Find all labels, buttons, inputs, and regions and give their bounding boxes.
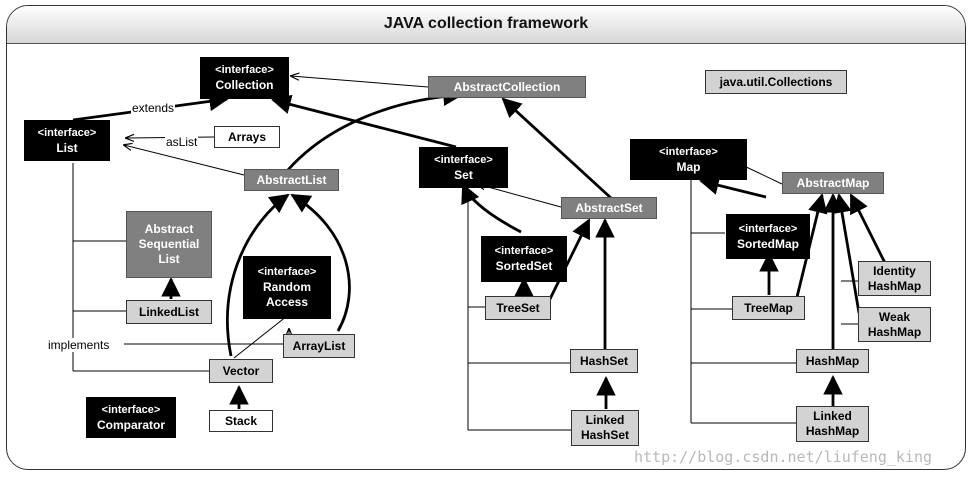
sortedmap-interface-node: <interface> SortedMap <box>726 214 810 259</box>
node-label: AbstractMap <box>796 175 870 190</box>
watermark-url: http://blog.csdn.net/liufeng_king <box>634 448 933 466</box>
aslist-label: asList <box>165 135 199 149</box>
node-label: java.util.Collections <box>719 74 833 89</box>
arraylist-node: ArrayList <box>283 334 355 358</box>
sortedset-interface-node: <interface> SortedSet <box>481 236 567 282</box>
node-label-line-2: HashMap <box>867 278 922 293</box>
node-label: Map <box>676 159 701 174</box>
node-label: TreeSet <box>496 300 540 315</box>
linkedhashset-node: Linked HashSet <box>571 410 639 446</box>
treemap-node: TreeMap <box>732 296 805 320</box>
node-label: Arrays <box>227 129 267 144</box>
diagram-title: JAVA collection framework <box>383 15 589 32</box>
comparator-interface-node: <interface> Comparator <box>86 397 176 438</box>
treeset-node: TreeSet <box>485 296 551 320</box>
stereotype-label: <interface> <box>494 245 554 257</box>
list-interface-node: <interface> List <box>24 120 110 161</box>
node-label: Vector <box>222 363 260 378</box>
collection-interface-node: <interface> Collection <box>200 57 289 99</box>
stereotype-label: <interface> <box>434 153 493 166</box>
node-label: AbstractCollection <box>453 79 561 94</box>
node-label: List <box>56 140 78 155</box>
title-bar: JAVA collection framework <box>7 6 965 44</box>
java-util-collections-node: java.util.Collections <box>705 70 847 94</box>
node-label: HashSet <box>579 353 629 368</box>
node-label: Set <box>454 167 473 182</box>
extends-label: extends <box>131 101 176 115</box>
set-interface-node: <interface> Set <box>419 147 508 188</box>
connector-lines <box>72 6 887 431</box>
node-label: TreeMap <box>744 300 793 315</box>
identityhashmap-node: Identity HashMap <box>858 261 931 296</box>
diagram-frame: JAVA collection framework <box>6 5 966 470</box>
node-label-line-3: List <box>158 252 180 266</box>
node-label: Stack <box>224 413 258 428</box>
node-label-line-1: Linked <box>585 413 625 427</box>
linkedlist-node: LinkedList <box>126 300 212 324</box>
node-label: AbstractList <box>256 172 327 187</box>
node-label-line-2: HashSet <box>580 428 630 442</box>
node-label-line-2: HashMap <box>805 424 860 438</box>
stereotype-label: <interface> <box>37 126 97 139</box>
node-label: Collection <box>215 78 274 92</box>
node-label: LinkedList <box>138 304 199 319</box>
node-label: AbstractSet <box>575 200 643 215</box>
stereotype-label: <interface> <box>101 403 161 416</box>
node-label-line-1: Linked <box>813 409 852 423</box>
hashmap-node: HashMap <box>796 349 869 373</box>
stack-node: Stack <box>209 410 273 432</box>
node-label-line-1: Identity <box>873 263 916 278</box>
node-label: SortedMap <box>736 236 799 251</box>
implements-label: implements <box>47 338 111 352</box>
abstractset-node: AbstractSet <box>561 197 657 219</box>
arrays-node: Arrays <box>214 126 280 148</box>
hashset-node: HashSet <box>570 349 638 373</box>
node-label-line-1: Random <box>263 280 311 294</box>
abstractlist-node: AbstractList <box>244 169 339 191</box>
node-label: HashMap <box>805 353 860 368</box>
map-interface-node: <interface> Map <box>630 139 747 180</box>
node-label-line-1: Weak <box>878 309 911 324</box>
node-label: ArrayList <box>292 338 346 353</box>
linkedhashmap-node: Linked HashMap <box>796 406 869 442</box>
node-label-line-1: Abstract <box>144 222 194 236</box>
abstractcollection-node: AbstractCollection <box>428 76 586 98</box>
node-label: Comparator <box>96 417 165 432</box>
stereotype-label: <interface> <box>215 64 274 76</box>
vector-node: Vector <box>209 359 273 383</box>
weakhashmap-node: Weak HashMap <box>858 307 931 342</box>
stereotype-label: <interface> <box>738 222 798 235</box>
stereotype-label: <interface> <box>659 145 718 158</box>
stereotype-label: <interface> <box>257 266 317 278</box>
abstractmap-node: AbstractMap <box>782 172 884 194</box>
node-label-line-2: Access <box>265 295 309 309</box>
random-access-interface-node: <interface> Random Access <box>243 256 331 319</box>
node-label-line-2: HashMap <box>867 324 922 339</box>
abstractsequentiallist-node: Abstract Sequential List <box>126 211 212 278</box>
node-label: SortedSet <box>495 259 553 273</box>
node-label-line-2: Sequential <box>138 237 200 251</box>
